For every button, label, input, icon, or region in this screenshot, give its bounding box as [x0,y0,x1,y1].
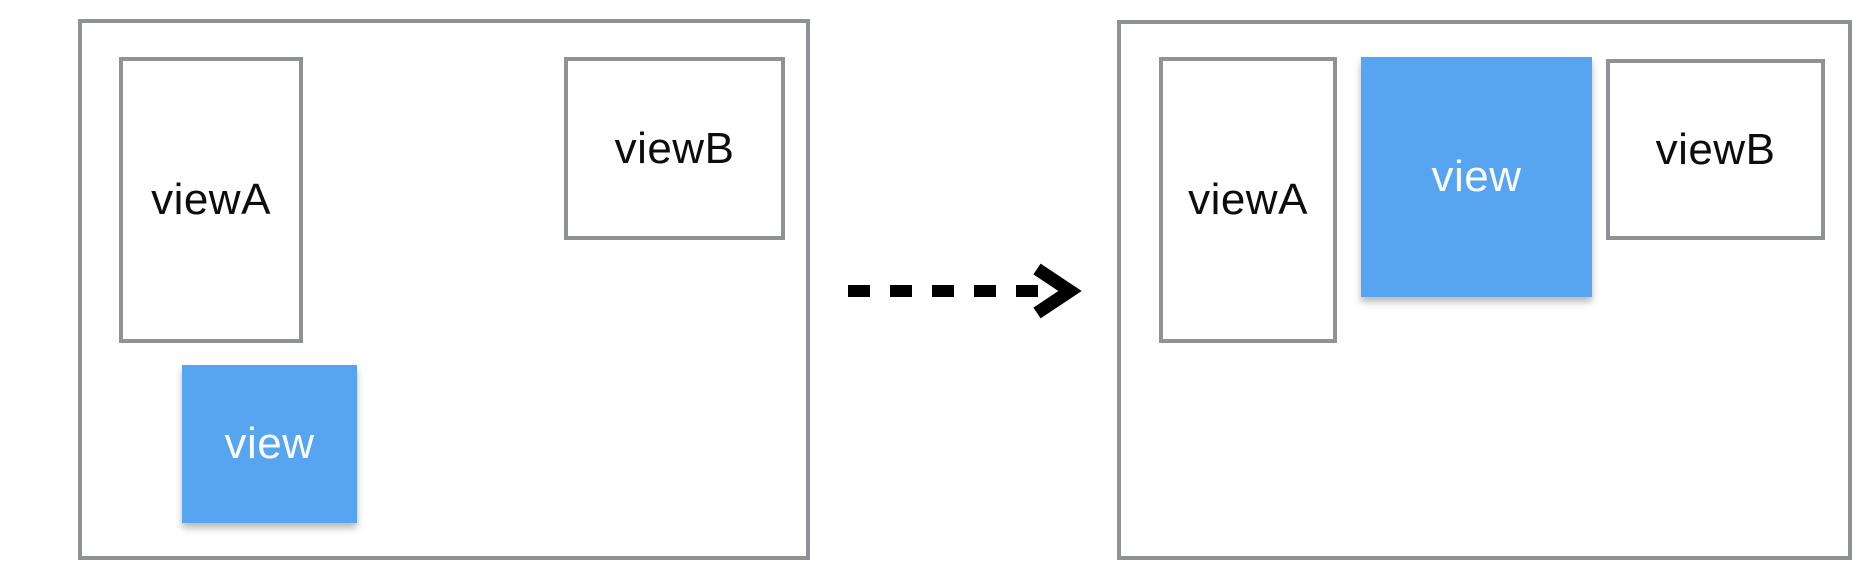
viewA-box-after: viewA [1159,57,1337,343]
viewB-box-after: viewB [1606,59,1825,240]
viewB-label-after: viewB [1655,124,1776,174]
view-box-before: view [182,365,357,523]
view-label-after: view [1431,152,1522,201]
viewA-label-after: viewA [1188,175,1308,224]
viewA-label-before: viewA [151,175,271,224]
viewB-box-before: viewB [564,57,785,240]
viewA-box-before: viewA [119,57,303,343]
viewB-label-before: viewB [614,123,735,173]
view-box-after: view [1361,57,1592,297]
transition-arrow-icon [848,263,1082,319]
view-label-before: view [224,419,315,468]
